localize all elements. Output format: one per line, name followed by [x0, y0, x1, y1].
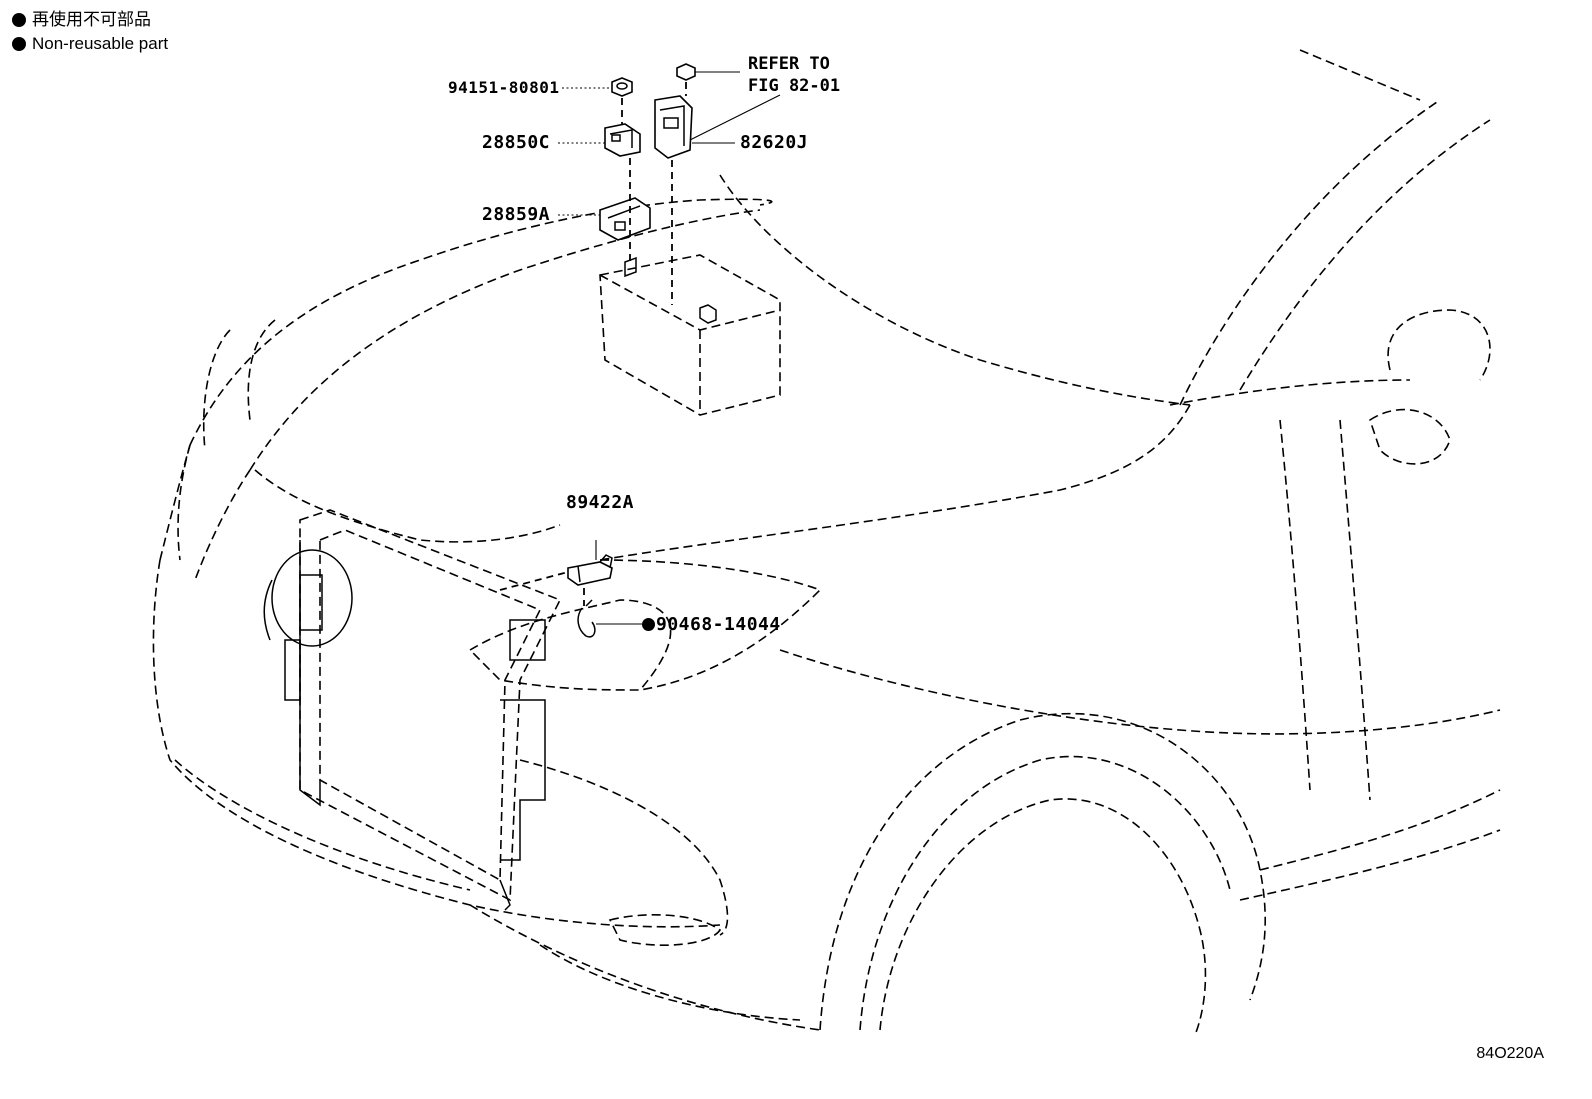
callout-sensor[interactable]: 89422A	[566, 492, 635, 513]
bracket-28850c-part	[604, 123, 641, 157]
callout-clip-number: 90468-14044	[656, 614, 781, 635]
assembly-lines	[499, 82, 687, 606]
callout-bracket-c[interactable]: 28850C	[482, 132, 551, 153]
callout-clip[interactable]: 90468-14044	[642, 615, 781, 635]
non-reusable-dot-icon	[642, 618, 655, 631]
illustration-id: 84O220A	[1476, 1045, 1544, 1062]
reference-note[interactable]: REFER TO FIG 82-01	[748, 53, 840, 97]
non-reusable-dot-icon	[12, 37, 26, 51]
legend-label-ja: 再使用不可部品	[32, 10, 151, 29]
legend-row-en: Non-reusable part	[12, 32, 168, 56]
legend-row-ja: 再使用不可部品	[12, 8, 168, 32]
legend-label-en: Non-reusable part	[32, 34, 169, 53]
callout-block[interactable]: 82620J	[740, 132, 809, 153]
bracket-28859a-part	[599, 197, 651, 241]
block-nut-part	[676, 63, 696, 81]
fusible-block-part	[654, 95, 693, 159]
leader-lines	[558, 71, 781, 625]
callout-bracket-a[interactable]: 28859A	[482, 204, 551, 225]
sensor-part	[567, 554, 613, 586]
clip-part	[577, 599, 596, 638]
vehicle-outline	[152, 49, 1501, 1036]
non-reusable-dot-icon	[12, 13, 26, 27]
legend: 再使用不可部品 Non-reusable part	[12, 8, 168, 56]
battery	[599, 254, 781, 416]
nut-part	[611, 77, 633, 97]
reference-line-2: FIG 82-01	[748, 76, 841, 96]
callout-nut[interactable]: 94151-80801	[448, 78, 560, 97]
grille-frame	[263, 509, 562, 911]
reference-line-1: REFER TO	[748, 54, 830, 74]
